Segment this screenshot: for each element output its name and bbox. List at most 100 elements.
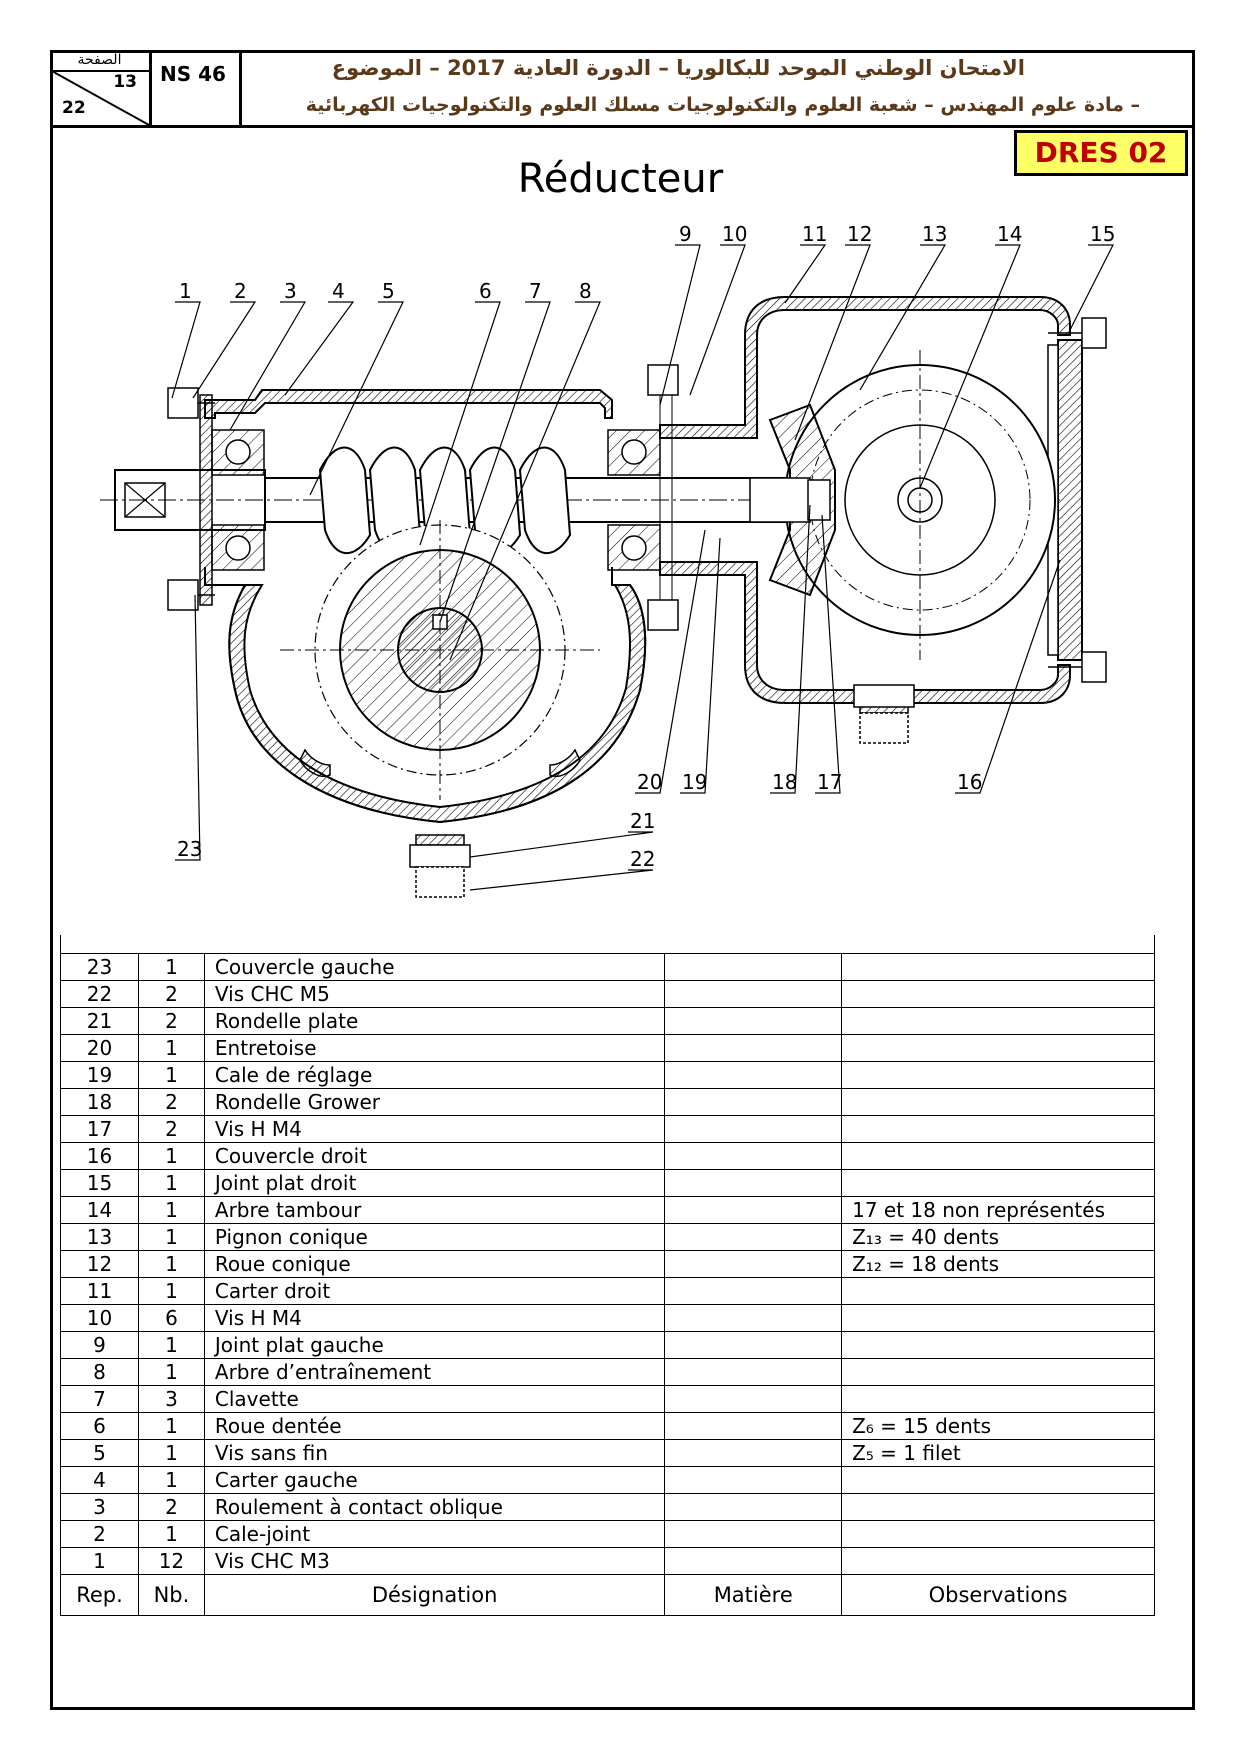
cell-observations (841, 1547, 1155, 1575)
cell-rep: 3 (60, 1493, 139, 1521)
cell-rep: 22 (60, 980, 139, 1008)
callout-6: 6 (479, 279, 492, 303)
cell-matiere (664, 953, 843, 981)
bevel-gears (749, 350, 1056, 660)
cell-designation: Clavette (203, 1385, 666, 1413)
cell-nb: 1 (137, 1520, 205, 1548)
cell-rep: 23 (60, 953, 139, 981)
table-top-gap (60, 935, 1155, 953)
callout-15: 15 (1090, 222, 1115, 246)
right-bearing (607, 429, 661, 571)
cell-observations: Z₆ = 15 dents (841, 1412, 1155, 1440)
cell-designation: Vis H M4 (203, 1115, 666, 1143)
cell-nb: 1 (137, 1223, 205, 1251)
cell-rep: 20 (60, 1034, 139, 1062)
cell-nb: 3 (137, 1385, 205, 1413)
cell-nb: 2 (137, 1115, 205, 1143)
page-current: 13 (113, 72, 137, 92)
cell-designation: Vis CHC M3 (203, 1547, 666, 1575)
cell-matiere (664, 1196, 843, 1224)
cell-matiere (664, 980, 843, 1008)
cell-matiere (664, 1493, 843, 1521)
callout-labels: 1 2 3 4 5 6 7 8 9 10 11 12 13 14 15 16 1… (177, 222, 1115, 871)
flange-screws (647, 364, 679, 631)
cell-observations (841, 980, 1155, 1008)
cell-nb: 1 (137, 953, 205, 981)
cell-observations (841, 1520, 1155, 1548)
cell-observations (841, 1169, 1155, 1197)
callout-10: 10 (722, 222, 747, 246)
reducer-drawing: 1 2 3 4 5 6 7 8 9 10 11 12 13 14 15 16 1… (100, 222, 1115, 898)
cell-designation: Arbre d’entraînement (203, 1358, 666, 1386)
right-housing (659, 296, 1071, 744)
cell-designation: Pignon conique (203, 1223, 666, 1251)
worm-screw (318, 446, 572, 555)
cell-matiere (664, 1061, 843, 1089)
cell-observations: Z₁₂ = 18 dents (841, 1250, 1155, 1278)
cell-matiere (664, 1520, 843, 1548)
cell-designation: Joint plat gauche (203, 1331, 666, 1359)
cell-matiere (664, 1142, 843, 1170)
callout-17: 17 (817, 770, 842, 794)
exam-header: الصفحة 13 22 NS 46 الامتحان الوطني الموح… (50, 50, 1195, 128)
exam-title-line2: – مادة علوم المهندس – شعبة العلوم والتكن… (305, 94, 1140, 116)
cell-observations: Z₁₃ = 40 dents (841, 1223, 1155, 1251)
cell-observations (841, 1034, 1155, 1062)
table-header-row: Rep. Nb. Désignation Matière Observation… (60, 1574, 1155, 1616)
cell-nb: 1 (137, 1331, 205, 1359)
cell-designation: Roulement à contact oblique (203, 1493, 666, 1521)
cell-nb: 1 (137, 1169, 205, 1197)
col-nb: Nb. (137, 1574, 205, 1616)
cell-matiere (664, 1412, 843, 1440)
callout-4: 4 (332, 279, 345, 303)
cell-matiere (664, 1088, 843, 1116)
cell-nb: 1 (137, 1061, 205, 1089)
cell-matiere (664, 1358, 843, 1386)
callout-22: 22 (630, 847, 655, 871)
callout-14: 14 (997, 222, 1022, 246)
cell-matiere (664, 1385, 843, 1413)
cell-designation: Cale-joint (203, 1520, 666, 1548)
cell-designation: Vis H M4 (203, 1304, 666, 1332)
cell-designation: Couvercle droit (203, 1142, 666, 1170)
cell-nb: 1 (137, 1466, 205, 1494)
callout-1: 1 (179, 279, 192, 303)
cell-observations (841, 1277, 1155, 1305)
cell-rep: 18 (60, 1088, 139, 1116)
cell-nb: 1 (137, 1358, 205, 1386)
cell-designation: Cale de réglage (203, 1061, 666, 1089)
cell-observations (841, 1304, 1155, 1332)
callout-2: 2 (234, 279, 247, 303)
cell-matiere (664, 1547, 843, 1575)
cell-matiere (664, 1331, 843, 1359)
cell-nb: 2 (137, 1493, 205, 1521)
cell-rep: 10 (60, 1304, 139, 1332)
cell-rep: 15 (60, 1169, 139, 1197)
cell-matiere (664, 1223, 843, 1251)
cell-designation: Roue conique (203, 1250, 666, 1278)
cell-rep: 2 (60, 1520, 139, 1548)
cell-nb: 1 (137, 1439, 205, 1467)
page-number-box: الصفحة 13 22 (50, 50, 152, 125)
doc-reference-badge: DRES 02 (1014, 130, 1188, 176)
cell-matiere (664, 1250, 843, 1278)
cell-observations (841, 1466, 1155, 1494)
cell-designation: Roue dentée (203, 1412, 666, 1440)
col-designation: Désignation (203, 1574, 666, 1616)
cell-designation: Arbre tambour (203, 1196, 666, 1224)
page-frame (50, 50, 1195, 1710)
col-observations: Observations (841, 1574, 1155, 1616)
callout-23: 23 (177, 837, 202, 861)
cell-matiere (664, 1007, 843, 1035)
exam-title-line1: الامتحان الوطني الموحد للبكالوريا – الدو… (331, 56, 1025, 80)
